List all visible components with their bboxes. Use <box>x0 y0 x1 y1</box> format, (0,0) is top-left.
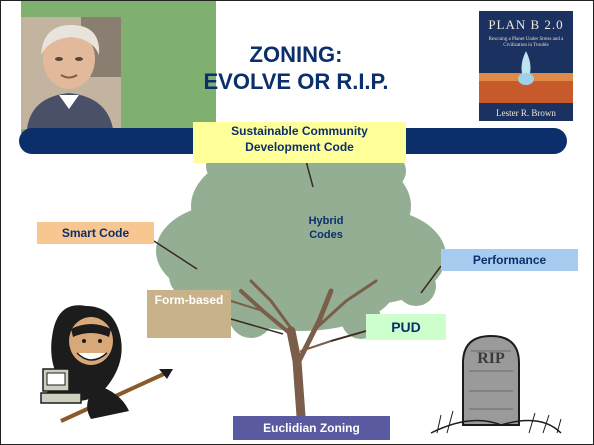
slide-title: ZONING: EVOLVE OR R.I.P. <box>151 41 441 95</box>
label-hybrid-codes: Hybrid Codes <box>308 215 344 241</box>
label-performance: Performance <box>441 249 578 271</box>
label-smart-code: Smart Code <box>37 222 154 244</box>
tombstone-clipart <box>430 334 562 434</box>
book-title: PLAN B 2.0 <box>488 17 564 32</box>
book-subtitle: Rescuing a Planet Under Stress and a Civ… <box>488 37 564 48</box>
portrait-illustration <box>21 17 121 129</box>
tree-illustration <box>156 136 446 421</box>
label-pud: PUD <box>366 314 446 340</box>
book-cover: PLAN B 2.0 Rescuing a Planet Under Stres… <box>479 11 573 121</box>
label-form-based: Form-based <box>147 290 231 338</box>
book-cover-art <box>479 11 573 121</box>
label-euclidian-zoning: Euclidian Zoning <box>233 416 390 440</box>
title-line-1: ZONING: <box>249 42 343 67</box>
caveman-clipart <box>40 305 173 423</box>
label-connector-lines <box>153 160 442 342</box>
title-line-2: EVOLVE OR R.I.P. <box>203 69 389 94</box>
label-sustainable-community-code: Sustainable Community Development Code <box>193 122 406 163</box>
tombstone-text: RIP <box>477 350 505 367</box>
author-portrait <box>21 17 121 129</box>
book-author: Lester R. Brown <box>496 108 556 118</box>
